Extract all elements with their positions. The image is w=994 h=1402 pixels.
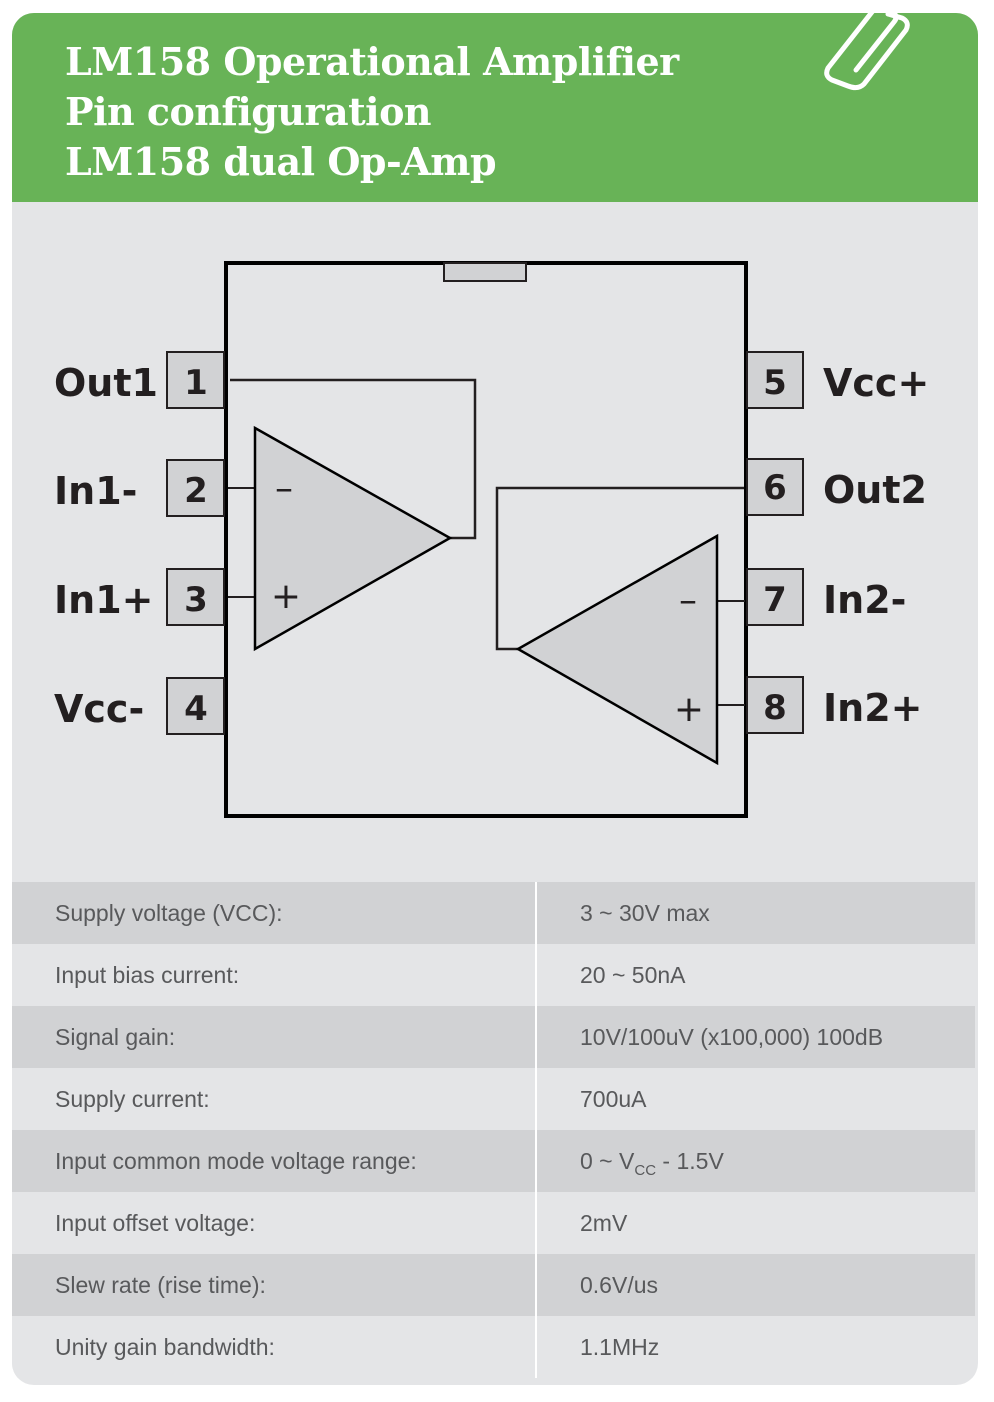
pin-box — [746, 568, 804, 626]
pinout-card: LM158 Operational Amplifier Pin configur… — [12, 13, 978, 1385]
plus-sign: + — [674, 689, 704, 730]
spec-value: 10V/100uV (x100,000) 100dB — [535, 1006, 975, 1068]
plus-sign: + — [271, 576, 301, 617]
pin-5: 5 Vcc+ — [746, 351, 929, 409]
spec-value-subscript: CC — [634, 1162, 657, 1179]
spec-row: Input bias current: 20 ~ 50nA — [12, 944, 975, 1006]
spec-value-post: - 1.5V — [656, 1148, 724, 1174]
opamp-triangle-2 — [515, 533, 719, 766]
spec-row: Supply current: 700uA — [12, 1068, 975, 1130]
pin-7: 7 In2- — [746, 568, 906, 626]
title-line-1: LM158 Operational Amplifier — [65, 39, 679, 84]
spec-value: 0.6V/us — [535, 1254, 975, 1316]
spec-value-pre: 0 ~ V — [580, 1148, 635, 1174]
pinout-diagram: 1 Out1 2 In1- 3 In1+ 4 Vcc- 5 Vcc+ 6 Out… — [54, 261, 929, 818]
spec-row: Input offset voltage: 2mV — [12, 1192, 975, 1254]
pin-6: 6 Out2 — [746, 458, 927, 516]
pin-label: Out1 — [54, 361, 158, 405]
spec-value: 20 ~ 50nA — [535, 944, 975, 1006]
pin-box — [746, 351, 804, 409]
pin-label: Out2 — [823, 468, 927, 512]
pin-box — [166, 568, 225, 626]
pin-box — [166, 459, 225, 517]
spec-value: 3 ~ 30V max — [535, 882, 975, 944]
pin-number: 1 — [184, 363, 208, 403]
spec-label: Supply voltage (VCC): — [55, 900, 283, 926]
opamp-2: – + — [495, 486, 745, 766]
spec-value: 2mV — [535, 1192, 975, 1254]
pin-label: Vcc- — [54, 687, 144, 731]
pin-2: 2 In1- — [54, 459, 225, 517]
spec-row: Supply voltage (VCC): 3 ~ 30V max — [12, 882, 975, 944]
pin-number: 4 — [184, 689, 208, 729]
spec-table: Supply voltage (VCC): 3 ~ 30V max Input … — [12, 882, 975, 1378]
title-line-2: Pin configuration — [65, 89, 432, 134]
pin-number: 7 — [763, 580, 787, 620]
feedback-wire-2 — [495, 486, 744, 651]
pin-number: 3 — [184, 580, 208, 620]
spec-value: 0 ~ VCC - 1.5V — [535, 1130, 975, 1192]
spec-label: Input common mode voltage range: — [55, 1148, 417, 1174]
pin-number: 8 — [763, 688, 787, 728]
spec-label: Input bias current: — [55, 962, 240, 988]
spec-row: Slew rate (rise time): 0.6V/us — [12, 1254, 975, 1316]
pin-box — [746, 458, 804, 516]
spec-value: 1.1MHz — [535, 1316, 975, 1378]
pin-number: 6 — [763, 468, 787, 508]
spec-label: Slew rate (rise time): — [55, 1272, 266, 1298]
pin-number: 5 — [763, 363, 787, 403]
pin-label: In2+ — [823, 686, 922, 730]
pin-number: 2 — [184, 471, 208, 511]
opamp-triangle-1 — [253, 425, 453, 652]
title-line-3: LM158 dual Op-Amp — [65, 139, 497, 184]
spec-label: Signal gain: — [55, 1024, 176, 1050]
spec-value: 700uA — [535, 1068, 975, 1130]
pin-box — [166, 677, 225, 735]
pin-box — [746, 676, 804, 734]
spec-row: Unity gain bandwidth: 1.1MHz — [12, 1316, 975, 1378]
chip-notch — [443, 262, 527, 282]
pin-box — [166, 351, 225, 409]
spec-row: Signal gain: 10V/100uV (x100,000) 100dB — [12, 1006, 975, 1068]
opamp-1: – + — [228, 378, 477, 652]
spec-label: Input offset voltage: — [55, 1210, 256, 1236]
pin-label: In1+ — [54, 578, 153, 622]
pin-4: 4 Vcc- — [54, 677, 225, 735]
pin-label: In2- — [823, 578, 906, 622]
spec-label: Supply current: — [55, 1086, 210, 1112]
pin-8: 8 In2+ — [746, 676, 922, 734]
spec-label: Unity gain bandwidth: — [55, 1334, 275, 1360]
header-banner: LM158 Operational Amplifier Pin configur… — [12, 13, 978, 202]
pin-1: 1 Out1 — [54, 351, 225, 409]
paperclip-icon — [824, 5, 910, 91]
spec-row: Input common mode voltage range: 0 ~ VCC… — [12, 1130, 975, 1192]
minus-sign: – — [275, 468, 293, 509]
pin-label: Vcc+ — [823, 361, 929, 405]
pin-label: In1- — [54, 469, 137, 513]
pin-3: 3 In1+ — [54, 568, 225, 626]
minus-sign: – — [679, 580, 697, 621]
feedback-wire-1 — [230, 378, 477, 540]
